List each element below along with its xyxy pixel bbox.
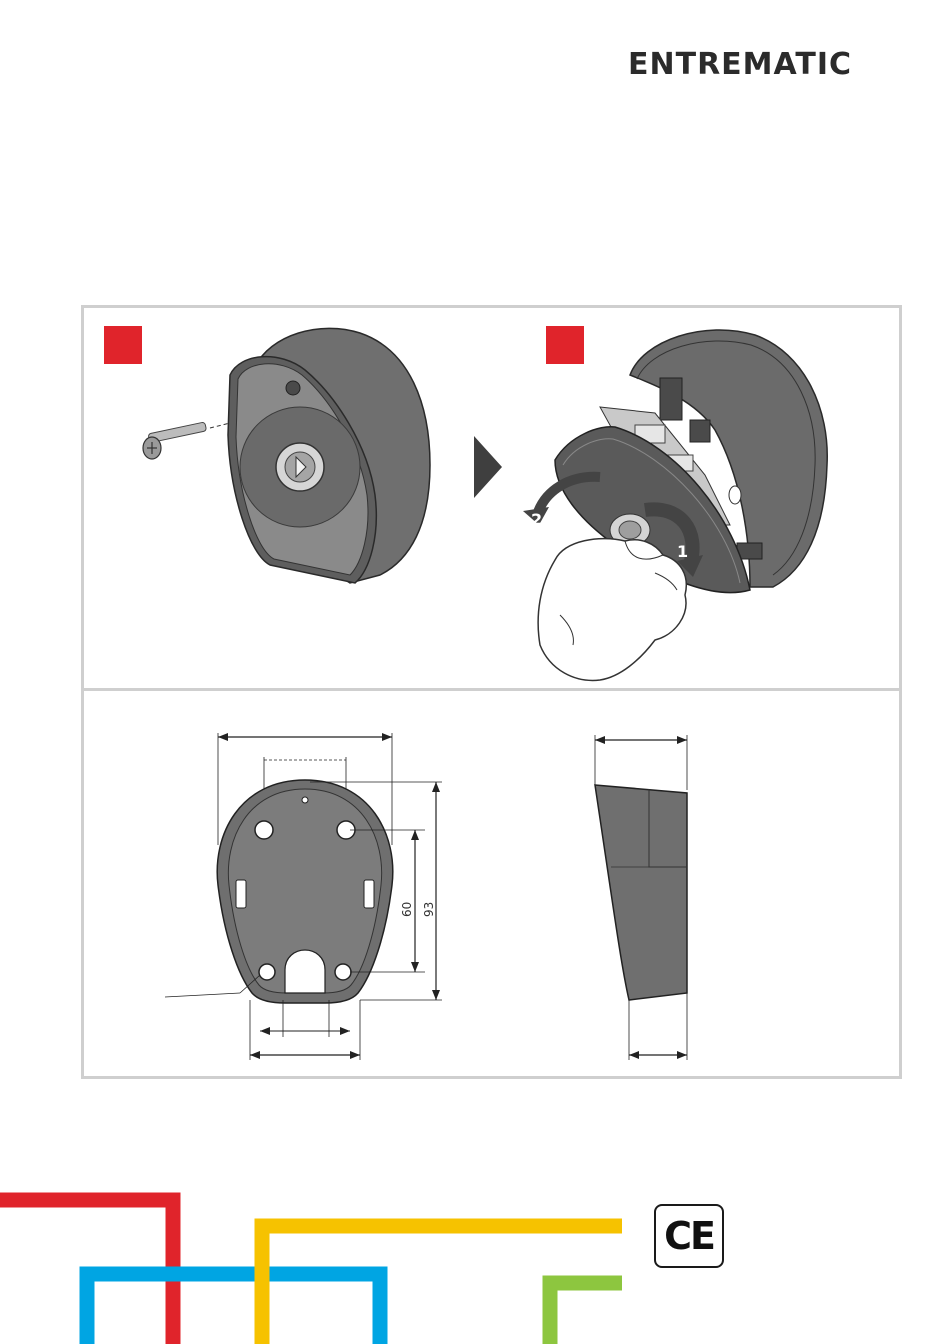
arrow-label-1: 1 (677, 542, 688, 561)
open-housing-illustration: 2 1 (515, 315, 845, 685)
dimension-60-label: 60 (400, 902, 414, 917)
brand-decoration-lines (0, 1180, 950, 1344)
entrematic-logo: ENTREMATIC (628, 44, 902, 80)
side-view-drawing (585, 725, 705, 1065)
dimension-93-label: 93 (422, 902, 436, 917)
closed-housing-illustration (130, 315, 450, 600)
green-brand-line (550, 1283, 622, 1344)
logo-text: ENTREMATIC (628, 47, 852, 80)
screw-icon (143, 421, 238, 459)
blue-brand-line (87, 1274, 380, 1344)
arrow-label-2: 2 (531, 510, 542, 529)
frame-divider (81, 688, 902, 691)
front-view-drawing: 60 93 (160, 725, 460, 1070)
hand-icon (538, 539, 686, 681)
next-step-arrow-icon (472, 436, 504, 498)
